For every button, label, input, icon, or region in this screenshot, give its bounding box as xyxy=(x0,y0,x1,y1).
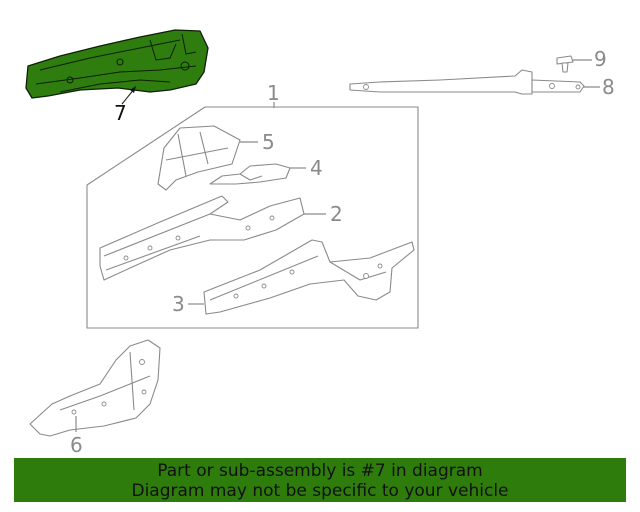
callout-1: 1 xyxy=(267,81,280,105)
callout-6: 6 xyxy=(70,433,83,456)
callout-7: 7 xyxy=(114,101,127,125)
part-8[interactable] xyxy=(349,69,585,95)
banner-line-2: Diagram may not be specific to your vehi… xyxy=(131,481,509,501)
callout-5: 5 xyxy=(262,130,275,154)
callout-3: 3 xyxy=(172,292,185,316)
callout-2: 2 xyxy=(330,202,343,226)
part-5[interactable] xyxy=(157,125,241,191)
part-3[interactable] xyxy=(203,239,415,315)
parts-diagram: 7 8 9 1 5 4 xyxy=(25,29,615,456)
part-2[interactable] xyxy=(99,195,305,281)
part-4[interactable] xyxy=(209,163,291,185)
info-banner: Part or sub-assembly is #7 in diagram Di… xyxy=(14,458,626,502)
banner-line-1: Part or sub-assembly is #7 in diagram xyxy=(157,461,483,481)
part-7-highlighted[interactable] xyxy=(25,29,209,99)
assembly-1-box xyxy=(86,106,419,329)
leader-7-arrow xyxy=(130,86,136,93)
callout-4: 4 xyxy=(310,156,323,180)
part-6[interactable] xyxy=(29,339,161,437)
part-9-bolt[interactable] xyxy=(556,55,574,73)
callout-9: 9 xyxy=(594,47,607,71)
callout-8: 8 xyxy=(602,75,615,99)
